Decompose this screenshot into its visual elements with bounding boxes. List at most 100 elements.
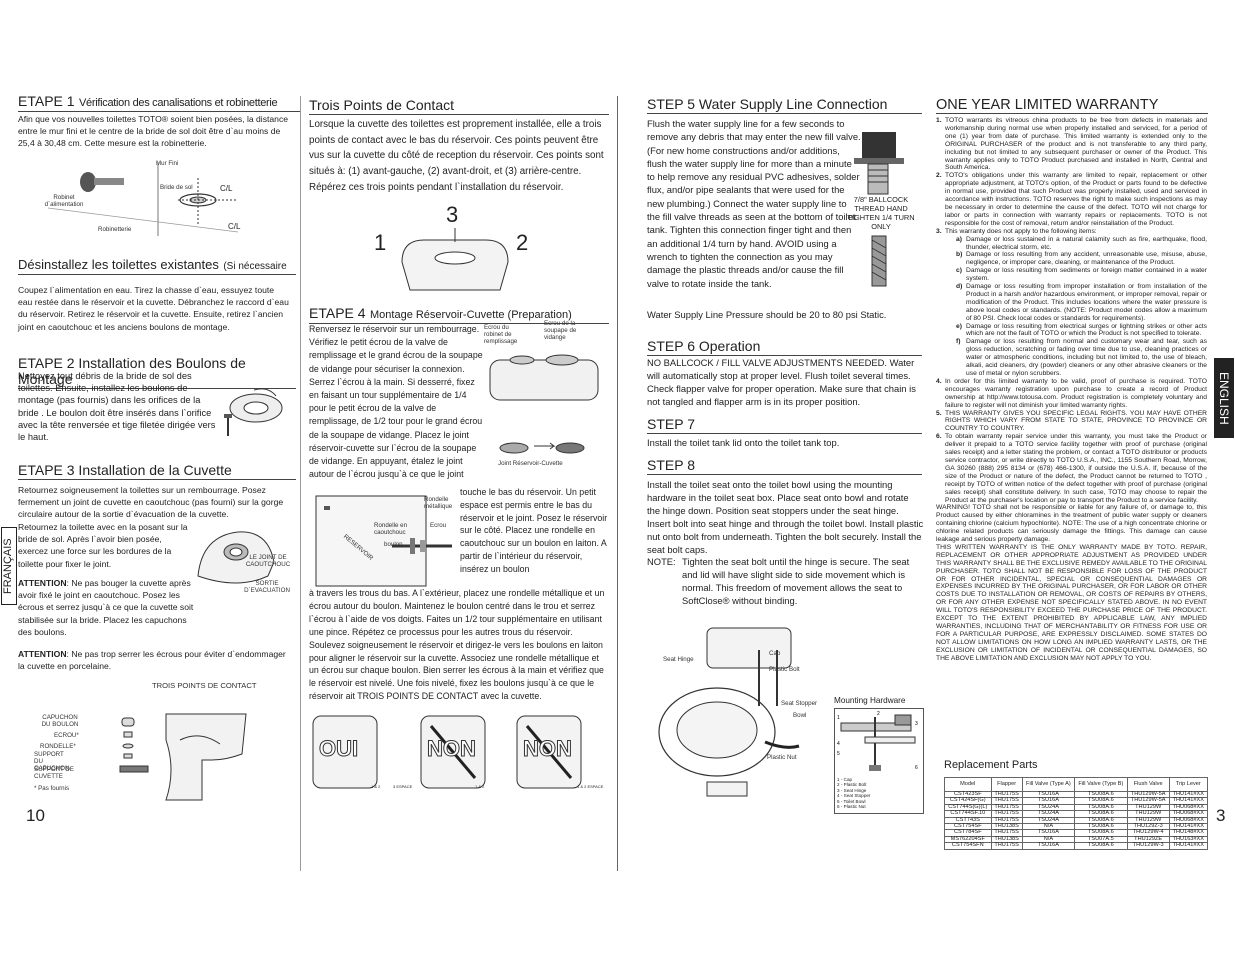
- contact-figure: TROIS POINTS DE CONTACT CAPUCHON DU BOUL…: [30, 680, 296, 810]
- attention1-text: : Ne pas bouger la cuvette après avoir f…: [18, 578, 194, 637]
- table-header-cell: Trip Lever: [1168, 777, 1209, 792]
- page-divider: [617, 96, 618, 871]
- joint-reservoir-label: Joint Réservoir-Cuvette: [498, 460, 563, 467]
- bolt-drawing: [224, 388, 283, 436]
- bolt-figure: [214, 386, 290, 442]
- svg-text:3: 3: [915, 721, 918, 727]
- legend-item: 1 - Cap: [837, 777, 853, 782]
- etape4-subtitle: Montage Réservoir-Cuvette (Preparation): [370, 309, 572, 321]
- seat-drawing: [658, 627, 800, 797]
- warranty-item-text: Damage or loss resulting from normal and…: [966, 338, 1207, 377]
- support-cuvette-label: SUPPORT DE CUVETTE: [34, 766, 75, 780]
- ecrou-robinet-label: Ecrou du robinet de remplissage: [484, 324, 518, 345]
- table-cell: TSU16A: [1021, 790, 1076, 799]
- capuchon-label: CAPUCHON DU BOULON: [41, 714, 79, 728]
- attention2-label: ATTENTION: [18, 649, 67, 659]
- plastic-bolt-label: Plastic Bolt: [769, 666, 800, 673]
- boulon-label: boulon: [384, 541, 403, 548]
- point-2: 2: [516, 230, 529, 255]
- bride-label: Bride de sol: [160, 184, 193, 191]
- cl-label-1: C/L: [220, 184, 233, 193]
- etape3-text1: Retournez soigneusement la toilettes sur…: [18, 485, 284, 520]
- rondelle-label: RONDELLE*: [40, 743, 76, 750]
- warranty-item-number: 5.: [936, 409, 942, 417]
- francais-tab: FRANÇAIS: [1, 527, 17, 605]
- tank-figure: Ecrou du robinet de remplissage Ecrou de…: [482, 320, 612, 470]
- ballcock-drawing: [854, 132, 904, 287]
- step5-text: Flush the water supply line for a few se…: [647, 118, 861, 289]
- table-cell: THU141#XX: [1168, 790, 1209, 799]
- note-text: Tighten the seat bolt until the hinge is…: [682, 556, 910, 606]
- three-points-drawing: [401, 228, 509, 291]
- point-3: 3: [446, 202, 459, 227]
- bolt-assembly-figure: Rondelle métallique Rondelle en caoutcho…: [312, 486, 458, 590]
- warranty-subitems: a)Damage or loss sustained in a natural …: [936, 236, 1207, 378]
- warranty-item: 2.TOTO's obligations under this warranty…: [936, 172, 1207, 227]
- ballcock-figure: 7/8" BALLCOCK THREAD HAND TIGHTEN 1/4 TU…: [836, 128, 920, 294]
- attention2-text: : Ne pas trop serrer les écrous pour évi…: [18, 649, 286, 672]
- warranty-item-text: Damage or loss resulting from improper i…: [966, 283, 1207, 322]
- etape4-text2: touche le bas du réservoir. Un petit esp…: [460, 487, 608, 574]
- gasket-figure: LE JOINT DE CAOUTCHOUC SORTIE D`EVACUATI…: [192, 516, 294, 596]
- desinstallez-note: (Si nécessaire: [223, 261, 287, 272]
- mounting-title: Mounting Hardware: [834, 696, 906, 705]
- etape4-title: ETAPE 4: [309, 305, 366, 321]
- table-cell: TSU24A: [1021, 816, 1076, 825]
- warranty-item: 4.In order for this limited warranty to …: [936, 378, 1207, 410]
- ecrou-bolt-label: Ecrou: [430, 522, 447, 529]
- etape3-text2: Retournez la toilette avec en la posant …: [18, 522, 188, 569]
- warranty-item: 1.TOTO warrants its vitreous china produ…: [936, 117, 1207, 172]
- support-capuchon-label: SUPPORT DU CAPUCHON: [34, 751, 70, 772]
- table-cell: THU068#XX: [1168, 816, 1209, 825]
- contact-drawing: [119, 713, 247, 801]
- table-header-cell: Model: [944, 777, 992, 792]
- step7-title: STEP 7: [647, 416, 922, 434]
- warranty-item-number: b): [956, 251, 963, 259]
- gasket-drawing: [197, 531, 275, 584]
- warranty-item-text: Damage or loss resulting from any accide…: [966, 251, 1207, 267]
- legend-item: 3 - Seat Hinge: [837, 787, 867, 793]
- table-cell: THU163#XX: [1168, 835, 1209, 844]
- warranty-title: ONE YEAR LIMITED WARRANTY: [936, 97, 1208, 114]
- mur-fini-label: Mur Fini: [156, 160, 179, 167]
- attention2: ATTENTION: Ne pas trop serrer les écrous…: [18, 648, 290, 672]
- table-cell: TSU08A.6: [1074, 842, 1128, 850]
- step6-title: STEP 6 Operation: [647, 338, 922, 356]
- etape1-title: ETAPE 1: [18, 93, 75, 109]
- warranty-item-text: TOTO warrants its vitreous china product…: [945, 117, 1207, 172]
- mounting-box: 1 2 3 4 5 6 1 - Cap 2 - Plastic Bolt 3 -…: [834, 708, 924, 814]
- table-cell: THU148#XX: [1168, 829, 1209, 837]
- table-cell: N/A: [1021, 835, 1076, 844]
- table-cell: THU141#XX: [1168, 842, 1209, 850]
- legend-item: 6 - Plastic Nut: [837, 804, 866, 810]
- table-cell: TSU24A: [1021, 810, 1076, 818]
- step5-pressure: Water Supply Line Pressure should be 20 …: [647, 309, 887, 320]
- warranty-item: d)Damage or loss resulting from improper…: [956, 283, 1207, 323]
- svg-text:2: 2: [877, 711, 880, 717]
- english-tab: ENGLISH: [1214, 358, 1234, 438]
- table-cell: THU175S: [990, 842, 1023, 850]
- etape1-text: Afin que vos nouvelles toilettes TOTO® s…: [18, 114, 289, 149]
- warranty-item: a)Damage or loss sustained in a natural …: [956, 236, 1207, 252]
- warranty-item: 5.THIS WARRANTY GIVES YOU SPECIFIC LEGAL…: [936, 410, 1207, 434]
- non-label-1: NON: [427, 736, 477, 762]
- replacement-parts-title: Replacement Parts: [944, 759, 1038, 771]
- table-cell: TSU24A: [1021, 803, 1076, 812]
- gap-label-2: 1 & 2: [475, 784, 485, 789]
- mounting-legend: 1 - Cap 2 - Plastic Bolt 3 - Seat Hinge …: [837, 777, 870, 809]
- rondelle-metallique-label: Rondelle métallique: [424, 496, 453, 510]
- etape1-heading: ETAPE 1 Vérification des canalisations e…: [18, 93, 300, 112]
- mounting-hardware-figure: Mounting Hardware 1 2 3 4 5 6 1 - Cap 2 …: [834, 696, 926, 814]
- espace-label: 1 & 2 ESPACE: [577, 784, 604, 789]
- pas-fournis-label: * Pas fournis: [34, 785, 70, 792]
- warranty-item-number: a): [956, 235, 962, 243]
- attention1-label: ATTENTION: [18, 578, 67, 588]
